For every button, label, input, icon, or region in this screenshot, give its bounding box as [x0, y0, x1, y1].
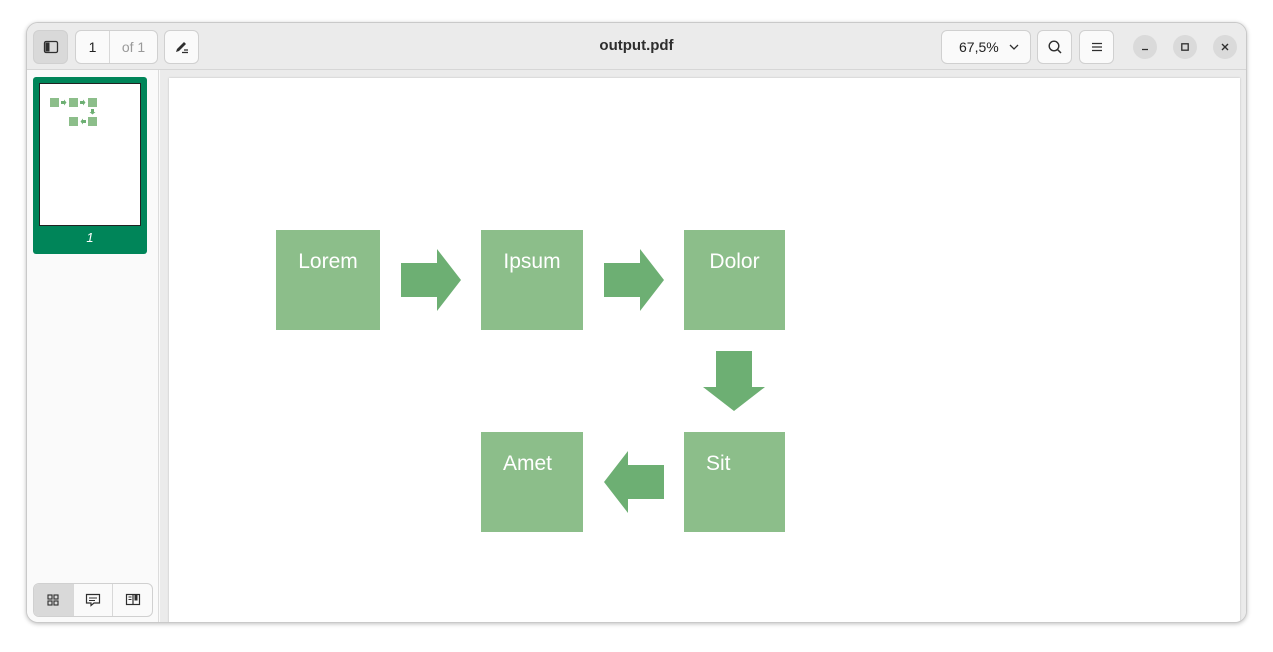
- diagram-box-label: Sit: [706, 452, 731, 475]
- maximize-icon: [1181, 43, 1189, 51]
- tab-annotations[interactable]: [74, 584, 114, 616]
- diagram-box-amet: Amet: [481, 432, 583, 532]
- diagram-box-label: Amet: [503, 452, 553, 475]
- chevron-down-icon: [1009, 44, 1019, 50]
- minimize-icon: [1142, 48, 1148, 51]
- book-icon: [125, 593, 140, 606]
- diagram-box-label: Ipsum: [503, 250, 561, 273]
- page-number-input[interactable]: 1: [76, 31, 110, 63]
- close-button[interactable]: [1213, 35, 1237, 59]
- document-view[interactable]: Lorem Ipsum Dolor Sit: [160, 70, 1246, 622]
- arrow-down-icon: [703, 351, 765, 411]
- tab-outline[interactable]: [113, 584, 152, 616]
- diagram-box-dolor: Dolor: [684, 230, 785, 330]
- search-button[interactable]: [1037, 30, 1072, 64]
- pdf-page: Lorem Ipsum Dolor Sit: [169, 78, 1240, 622]
- diagram-box-sit: Sit: [684, 432, 785, 532]
- annotate-button[interactable]: [164, 30, 199, 64]
- header-bar: 1 of 1 output.pdf 67,5%: [27, 23, 1246, 70]
- thumbnail-sidebar: 1: [27, 70, 159, 622]
- sidebar-toggle-button[interactable]: [33, 30, 68, 64]
- tab-thumbnails[interactable]: [34, 584, 74, 616]
- minimize-button[interactable]: [1133, 35, 1157, 59]
- diagram-box-label: Lorem: [298, 250, 358, 273]
- comment-icon: [85, 593, 101, 607]
- diagram-box-label: Dolor: [709, 250, 760, 273]
- pdf-viewer-window: 1 of 1 output.pdf 67,5%: [26, 22, 1247, 623]
- grid-icon: [47, 594, 59, 606]
- pen-icon: [175, 42, 188, 54]
- thumbnail-page-label: 1: [86, 230, 94, 245]
- main-menu-button[interactable]: [1079, 30, 1114, 64]
- sidebar-toggle-icon: [43, 40, 58, 54]
- page-navigator: 1 of 1: [75, 30, 158, 64]
- close-icon: [1221, 43, 1229, 51]
- page-thumbnail-selected[interactable]: 1: [33, 77, 147, 254]
- thumbnail-diagram-preview: [50, 98, 97, 126]
- page-thumbnail[interactable]: [39, 83, 141, 226]
- sidebar-view-switcher: [33, 583, 153, 617]
- maximize-button[interactable]: [1173, 35, 1197, 59]
- diagram-box-lorem: Lorem: [276, 230, 380, 330]
- arrow-left-icon: [604, 451, 664, 513]
- zoom-value: 67,5%: [959, 39, 999, 55]
- arrow-right-icon: [604, 249, 664, 311]
- search-icon: [1047, 40, 1062, 54]
- hamburger-menu-icon: [1091, 42, 1102, 52]
- zoom-dropdown[interactable]: 67,5%: [941, 30, 1031, 64]
- diagram-box-ipsum: Ipsum: [481, 230, 583, 330]
- arrow-right-icon: [401, 249, 461, 311]
- page-total-label: of 1: [121, 39, 146, 55]
